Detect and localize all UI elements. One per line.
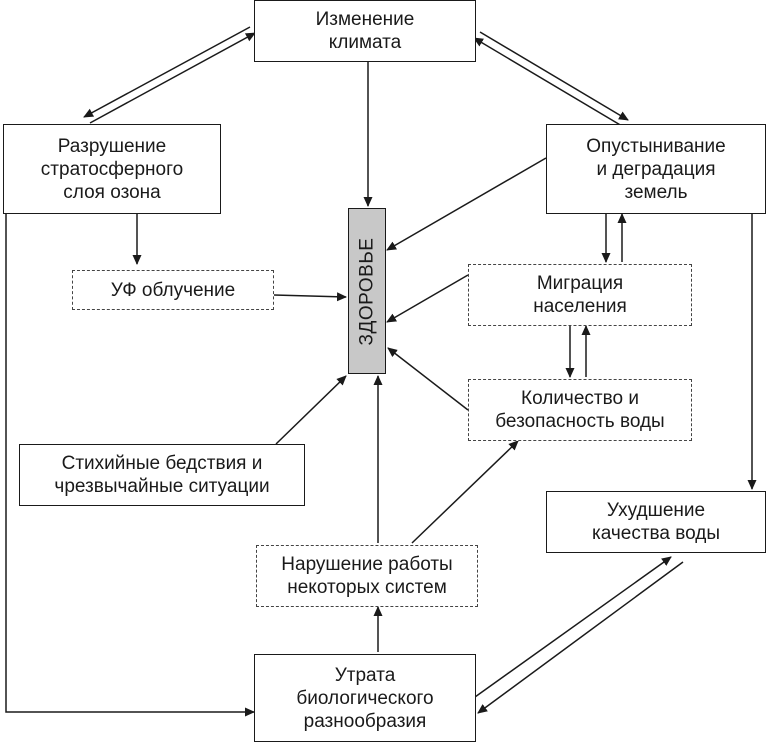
arrow-biodiversity-to-waterquality (474, 556, 672, 698)
arrow-waterquality-to-biodiversity (477, 561, 684, 714)
node-disasters-label: Стихийные бедствия и чрезвычайные ситуац… (54, 453, 270, 497)
arrow-uv-to-health (273, 292, 347, 302)
node-biodiversity-loss: Утрата биологического разнообразия (254, 654, 476, 742)
node-climate-change-label: Изменение климата (315, 9, 415, 53)
node-migration-label: Миграция населения (533, 273, 627, 317)
node-disasters: Стихийные бедствия и чрезвычайные ситуац… (19, 444, 305, 506)
node-system-disruption-label: Нарушение работы некоторых систем (281, 554, 453, 598)
arrow-migration-to-health (386, 274, 469, 323)
node-migration: Миграция населения (468, 264, 692, 326)
node-system-disruption: Нарушение работы некоторых систем (256, 545, 478, 607)
arrow-ozone-to-biodiversity (5, 214, 255, 717)
node-biodiversity-loss-label: Утрата биологического разнообразия (296, 664, 434, 732)
arrow-desert-to-climate (473, 37, 623, 127)
arrow-climate-to-desert (479, 31, 629, 121)
arrow-disasters-to-health (275, 375, 347, 445)
arrow-waterqty-to-health (387, 347, 469, 411)
node-uv-exposure: УФ облучение (72, 270, 274, 310)
arrow-climate-to-ozone (83, 26, 251, 118)
node-health-label: ЗДОРОВЬЕ (356, 237, 378, 345)
node-water-quantity-label: Количество и безопасность воды (495, 388, 665, 432)
arrow-systems-to-waterqty (411, 440, 519, 544)
node-water-quality-label: Ухудшение качества воды (591, 500, 721, 544)
arrow-ozone-to-climate (89, 32, 256, 124)
node-uv-exposure-label: УФ облучение (110, 279, 236, 301)
node-desertification: Опустынивание и деградация земель (546, 124, 766, 214)
arrow-desert-to-health (386, 157, 547, 251)
node-health: ЗДОРОВЬЕ (348, 208, 386, 374)
node-desertification-label: Опустынивание и деградация земель (586, 135, 726, 203)
node-ozone-depletion: Разрушение стратосферного слоя озона (3, 124, 221, 214)
node-water-quality: Ухудшение качества воды (546, 491, 766, 553)
node-climate-change: Изменение климата (254, 0, 476, 62)
node-ozone-depletion-label: Разрушение стратосферного слоя озона (40, 135, 184, 203)
node-water-quantity: Количество и безопасность воды (468, 379, 692, 441)
